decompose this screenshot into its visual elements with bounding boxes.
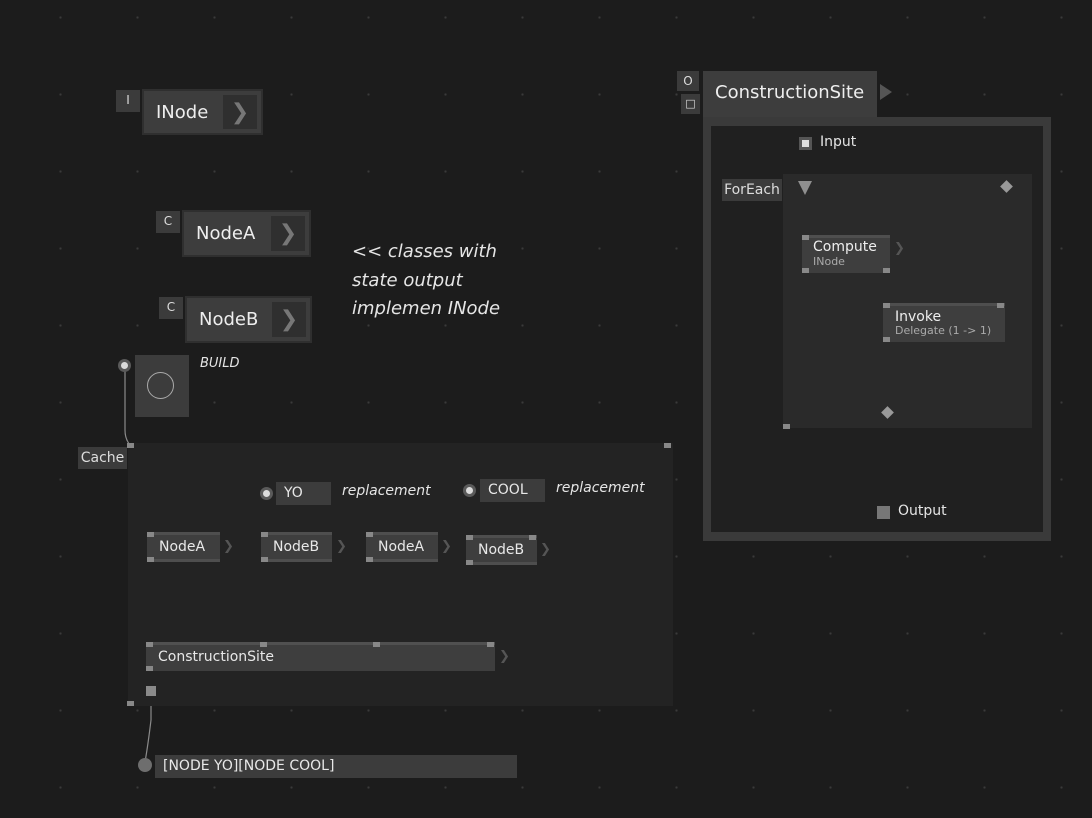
classes-comment: << classes with state output implemen IN… <box>352 238 500 324</box>
pin[interactable] <box>883 337 890 342</box>
pin[interactable] <box>147 532 154 537</box>
build-label: BUILD <box>200 356 240 371</box>
pin[interactable] <box>366 557 373 562</box>
pin[interactable] <box>146 642 153 647</box>
cache-construction-site[interactable]: ConstructionSite <box>146 642 495 671</box>
pin[interactable] <box>466 560 473 565</box>
pin[interactable] <box>260 642 267 647</box>
yo-input[interactable]: YO <box>276 482 331 505</box>
cache-node-nodeb-1[interactable]: NodeB <box>261 532 332 562</box>
compute-label: Compute <box>813 239 877 255</box>
output-string: [NODE YO][NODE COOL] <box>155 755 517 778</box>
compute-sub: INode <box>813 255 845 268</box>
comment-line-3: implemen INode <box>352 298 501 319</box>
chevron-right-icon[interactable]: ❯ <box>894 241 905 256</box>
inode-label: INode <box>156 101 209 123</box>
input-label: Input <box>820 134 857 150</box>
output-pin[interactable] <box>138 758 152 772</box>
wire-cache-string <box>144 697 152 763</box>
pin[interactable] <box>261 532 268 537</box>
nodea-label: NodeA <box>196 223 256 244</box>
play-triangle-icon[interactable] <box>880 84 892 100</box>
pin[interactable] <box>487 642 494 647</box>
chevron-right-icon[interactable]: ❯ <box>540 542 551 557</box>
chevron-right-icon[interactable]: ❯ <box>336 539 347 554</box>
comment-line-2: state output <box>352 269 463 291</box>
splitter-triangle-icon[interactable] <box>798 181 812 195</box>
pin[interactable] <box>466 535 473 540</box>
square-button[interactable]: □ <box>681 94 700 114</box>
cool-input[interactable]: COOL <box>480 479 545 502</box>
foreach-label: ForEach <box>722 179 782 201</box>
cache-node-nodea-2[interactable]: NodeA <box>366 532 438 562</box>
pin[interactable] <box>783 424 790 429</box>
pin[interactable] <box>883 268 890 273</box>
inode-node[interactable]: INode ❯ <box>142 89 263 135</box>
pin[interactable] <box>366 532 373 537</box>
pin[interactable] <box>529 535 536 540</box>
nodea-node[interactable]: NodeA ❯ <box>182 210 311 257</box>
bang-button[interactable] <box>135 355 189 417</box>
nodeb-node[interactable]: NodeB ❯ <box>185 296 312 343</box>
wire-build-cache <box>124 370 132 447</box>
chevron-right-icon[interactable]: ❯ <box>441 539 452 554</box>
pin[interactable] <box>883 303 890 308</box>
compute-node[interactable]: Compute INode <box>802 235 890 273</box>
pin[interactable] <box>997 303 1004 308</box>
output-label: Output <box>898 503 947 519</box>
invoke-label: Invoke <box>895 309 942 325</box>
pin[interactable] <box>261 557 268 562</box>
cache-label: Cache <box>78 447 127 469</box>
pin[interactable] <box>802 235 809 240</box>
cool-comment: replacement <box>556 480 645 496</box>
yo-pin[interactable] <box>260 487 273 500</box>
cache-pin-right[interactable] <box>664 443 671 448</box>
cache-output-pin[interactable] <box>146 686 156 696</box>
nodeb-tag: C <box>159 297 183 319</box>
chevron-right-icon[interactable]: ❯ <box>271 216 305 251</box>
pin[interactable] <box>147 557 154 562</box>
patch-title[interactable]: ConstructionSite <box>703 71 877 119</box>
cool-pin[interactable] <box>463 484 476 497</box>
chevron-right-icon[interactable]: ❯ <box>499 649 510 664</box>
circle-icon <box>147 372 174 399</box>
input-pin[interactable] <box>799 137 812 150</box>
comment-line-1: << classes with <box>352 241 497 262</box>
cache-pin-in[interactable] <box>127 443 134 448</box>
nodeb-label: NodeB <box>199 309 259 330</box>
o-button[interactable]: O <box>677 71 699 91</box>
cache-node-nodea-1[interactable]: NodeA <box>147 532 220 562</box>
invoke-sub: Delegate (1 -> 1) <box>895 324 992 337</box>
foreach-region <box>783 174 1032 428</box>
invoke-node[interactable]: Invoke Delegate (1 -> 1) <box>883 303 1005 342</box>
output-pin-square[interactable] <box>877 506 890 519</box>
chevron-right-icon[interactable]: ❯ <box>272 302 306 337</box>
cache-pin-out-left[interactable] <box>127 701 134 706</box>
nodea-tag: C <box>156 211 180 233</box>
inode-tag: I <box>116 90 140 112</box>
yo-comment: replacement <box>342 483 431 499</box>
pin[interactable] <box>802 268 809 273</box>
pin[interactable] <box>373 642 380 647</box>
cache-node-nodeb-2[interactable]: NodeB <box>466 535 537 565</box>
build-pin[interactable] <box>118 359 131 372</box>
chevron-right-icon[interactable]: ❯ <box>223 95 257 129</box>
pin[interactable] <box>146 666 153 671</box>
chevron-right-icon[interactable]: ❯ <box>223 539 234 554</box>
